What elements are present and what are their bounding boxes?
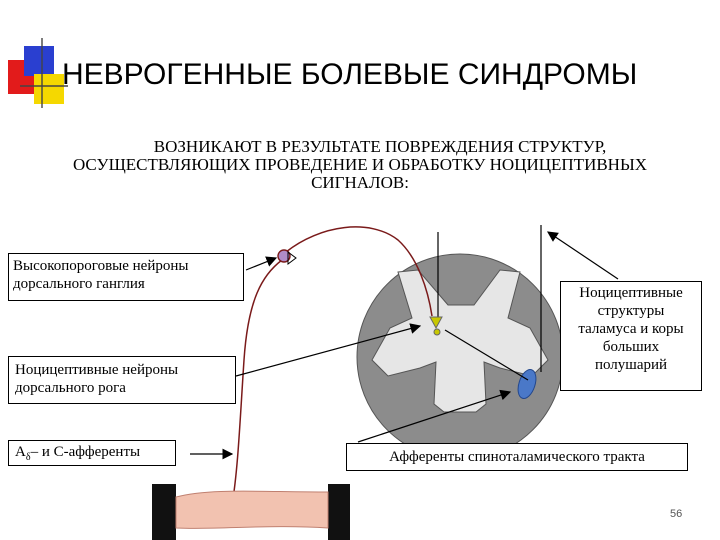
label-line: таламуса и коры bbox=[578, 321, 684, 337]
label-line: дорсального рога bbox=[15, 380, 126, 396]
horn-neuron-dot bbox=[433, 328, 441, 336]
label-line: полушарий bbox=[594, 357, 668, 373]
arrow-to-ganglion bbox=[245, 256, 278, 271]
central-axon bbox=[285, 226, 433, 317]
spinothalamic-label: Афференты спиноталамического тракта bbox=[346, 443, 688, 471]
label-sub: δ bbox=[25, 452, 31, 463]
ganglion-neuron bbox=[277, 249, 297, 265]
logo-blue-square bbox=[24, 46, 54, 76]
arrow-to-thalamus bbox=[547, 231, 619, 280]
label-line: дорсального ганглия bbox=[13, 276, 145, 292]
thalamus-cortex-label: Ноцицептивные структуры таламуса и коры … bbox=[560, 281, 702, 391]
skin-section bbox=[152, 484, 350, 540]
horn-neuron-triangle bbox=[429, 316, 443, 330]
skin-tissue bbox=[175, 490, 329, 529]
label-line: Ноцицептивные нейроны bbox=[15, 362, 179, 378]
grey-matter-butterfly bbox=[371, 269, 549, 413]
skin-clamp-left bbox=[152, 484, 176, 540]
ganglion-neurons-label: Высокопороговые нейроны дорсального ганг… bbox=[8, 253, 244, 301]
subtitle-line: СИГНАЛОВ: bbox=[311, 173, 409, 192]
ganglion-marker bbox=[287, 251, 297, 265]
arrow-to-spinothalamic bbox=[357, 389, 512, 443]
ganglion-cell-body bbox=[277, 249, 291, 263]
skin-clamp-right bbox=[328, 484, 350, 540]
slide-title: НЕВРОГЕННЫЕ БОЛЕВЫЕ СИНДРОМЫ bbox=[62, 58, 638, 91]
slide-subtitle: ВОЗНИКАЮТ В РЕЗУЛЬТАТЕ ПОВРЕЖДЕНИЯ СТРУК… bbox=[10, 138, 710, 192]
label-line: больших bbox=[602, 339, 660, 355]
crossing-fiber bbox=[444, 329, 529, 381]
label-line: Ноцицептивные bbox=[579, 285, 683, 301]
dorsal-horn-neuron bbox=[429, 316, 443, 336]
subtitle-line: ОСУЩЕСТВЛЯЮЩИХ ПРОВЕДЕНИЕ И ОБРАБОТКУ НО… bbox=[72, 155, 648, 174]
spinal-cord bbox=[356, 253, 564, 461]
logo-squares bbox=[8, 38, 68, 108]
logo-yellow-square bbox=[34, 74, 64, 104]
arrow-to-dorsal-horn bbox=[235, 323, 422, 377]
label-rest: – и С-афференты bbox=[30, 444, 141, 460]
afferents-label: Аδ– и С-афференты bbox=[8, 440, 176, 466]
arrows bbox=[190, 231, 619, 460]
label-line: Высокопороговые нейроны bbox=[13, 258, 189, 274]
page-number: 56 bbox=[670, 508, 683, 520]
label-line: структуры bbox=[597, 303, 665, 319]
label-main: А bbox=[15, 444, 26, 460]
peripheral-axon bbox=[231, 259, 283, 506]
subtitle-line: ВОЗНИКАЮТ В РЕЗУЛЬТАТЕ ПОВРЕЖДЕНИЯ СТРУК… bbox=[153, 137, 607, 156]
tract-fibers bbox=[437, 225, 542, 381]
dorsal-horn-neurons-label: Ноцицептивные нейроны дорсального рога bbox=[8, 356, 236, 404]
